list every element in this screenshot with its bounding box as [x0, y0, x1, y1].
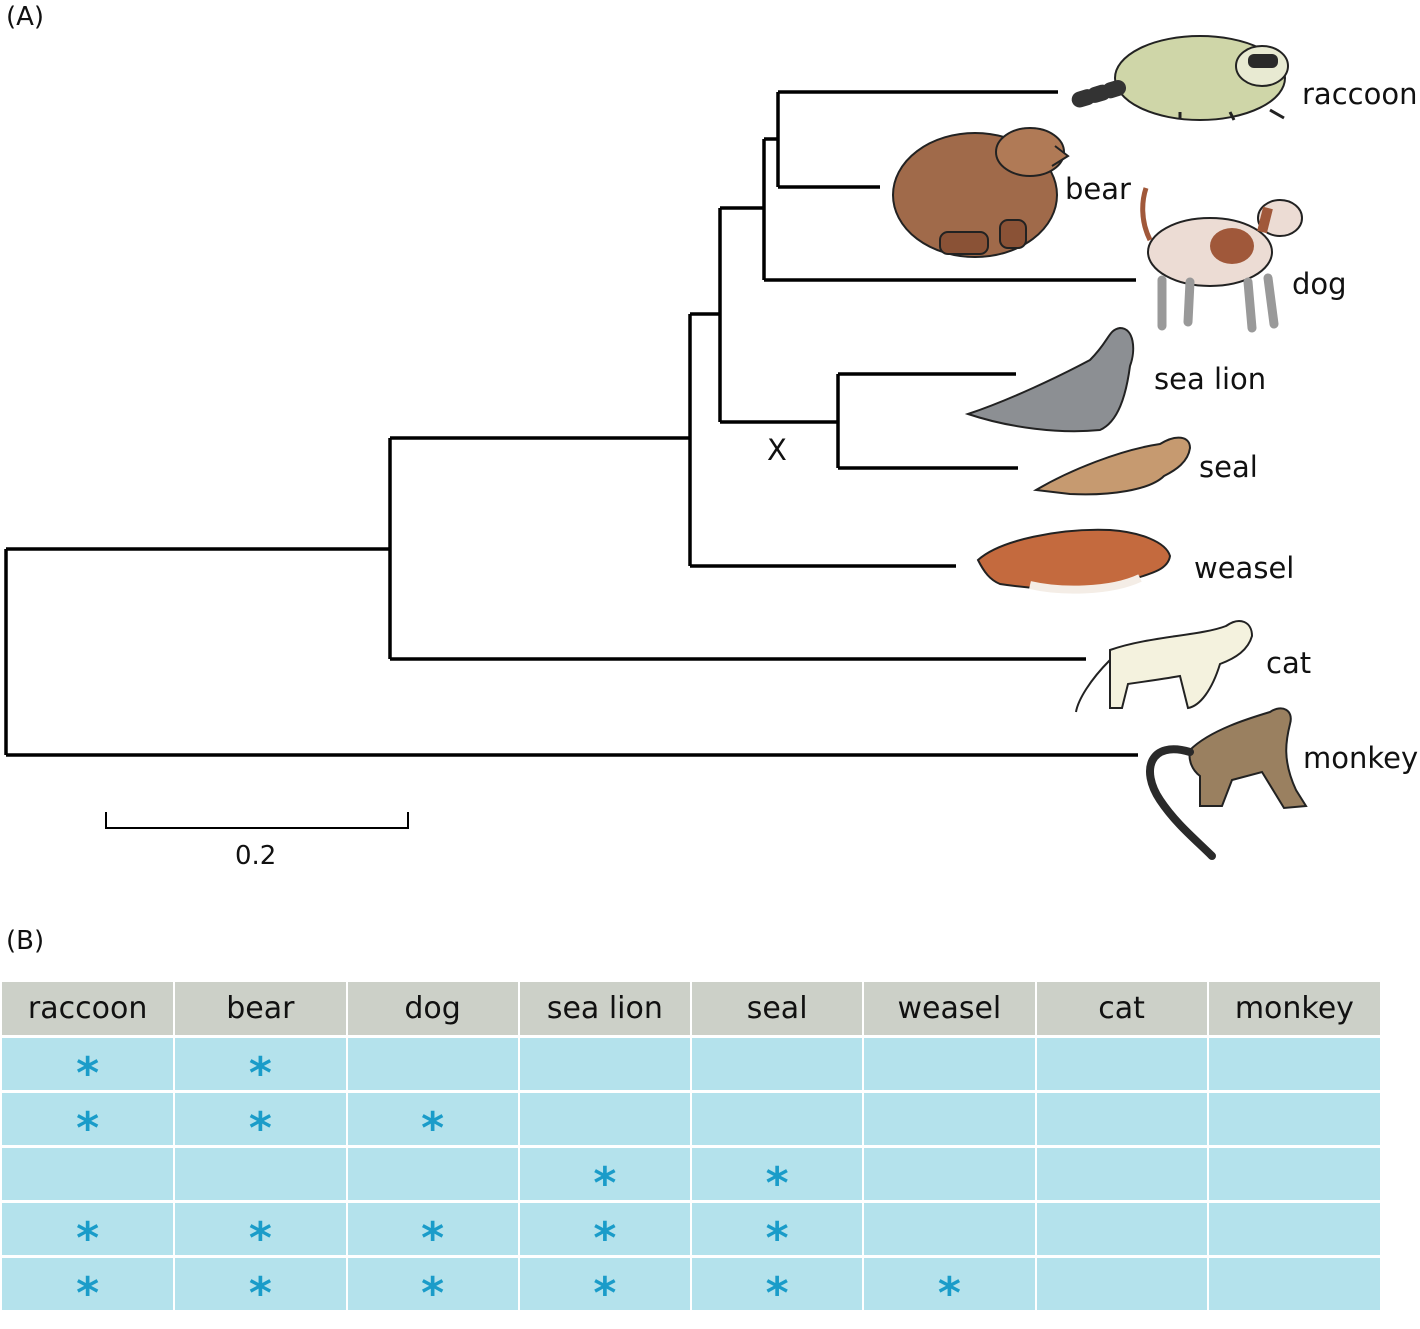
table-cell: *: [174, 1200, 348, 1264]
scale-bar: [105, 812, 409, 829]
table-cell: [863, 1035, 1037, 1092]
table-cell: [2, 1145, 176, 1202]
panel-a-label: (A): [6, 2, 45, 32]
table-cell: [691, 1090, 865, 1147]
table-cell: [518, 1035, 693, 1092]
table-cell: [346, 1145, 520, 1202]
star-mark: *: [593, 1158, 617, 1209]
phylogenetic-tree: X 0.2 raccoon bear dog sea lion seal: [4, 35, 1418, 871]
star-mark: *: [76, 1268, 100, 1319]
table-cell: [1035, 1035, 1209, 1092]
star-mark: *: [76, 1048, 100, 1099]
table-cell: [1207, 1145, 1380, 1202]
table-row: * * * * * *: [2, 1255, 1380, 1319]
column-header: sea lion: [518, 982, 693, 1037]
table-row: **: [2, 1035, 1380, 1099]
star-mark: *: [421, 1268, 445, 1319]
node-label-x: X: [767, 433, 787, 467]
star-mark: *: [765, 1158, 789, 1209]
character-table: raccoon bear dog sea lion seal weasel ca…: [2, 982, 1380, 1319]
cat-icon: [1075, 620, 1254, 713]
table-cell: [1207, 1035, 1380, 1092]
table-cell: [863, 1145, 1037, 1202]
star-mark: *: [248, 1213, 272, 1264]
table-cell: [346, 1035, 520, 1092]
star-mark: *: [248, 1268, 272, 1319]
taxon-label-raccoon: raccoon: [1302, 77, 1417, 111]
table-row: * * * * *: [2, 1200, 1380, 1264]
table-cell: [1035, 1145, 1209, 1202]
seal-icon: [1032, 436, 1192, 496]
taxon-label-dog: dog: [1292, 267, 1347, 301]
table-cell: *: [2, 1255, 176, 1319]
star-mark: *: [765, 1268, 789, 1319]
table-cell: *: [691, 1145, 865, 1209]
column-header: weasel: [863, 982, 1037, 1037]
bear-icon: [892, 127, 1070, 258]
table-cell: [1035, 1200, 1209, 1257]
star-mark: *: [76, 1213, 100, 1264]
table-cell: [174, 1145, 348, 1202]
star-mark: *: [593, 1268, 617, 1319]
table-cell: *: [174, 1255, 348, 1319]
table-row: * * *: [2, 1090, 1380, 1154]
star-mark: *: [593, 1213, 617, 1264]
column-header: monkey: [1207, 982, 1380, 1037]
table-cell: *: [863, 1255, 1037, 1319]
column-header: dog: [346, 982, 520, 1037]
column-header: seal: [691, 982, 865, 1037]
table-cell: [1207, 1090, 1380, 1147]
table-cell: *: [518, 1200, 693, 1264]
table-cell: *: [346, 1200, 520, 1264]
star-mark: *: [248, 1103, 272, 1154]
table-cell: *: [346, 1090, 520, 1154]
weasel-icon: [976, 528, 1172, 594]
table-cell: *: [174, 1035, 348, 1099]
table-cell: *: [174, 1090, 348, 1154]
taxon-label-bear: bear: [1065, 172, 1131, 206]
column-header: cat: [1035, 982, 1209, 1037]
scale-bar-label: 0.2: [235, 841, 276, 871]
monkey-icon: [1146, 707, 1308, 860]
table-cell: [863, 1200, 1037, 1257]
column-header: bear: [174, 982, 348, 1037]
table-cell: [691, 1035, 865, 1092]
dog-icon: [1140, 187, 1303, 333]
column-header: raccoon: [2, 982, 176, 1037]
star-mark: *: [421, 1213, 445, 1264]
panel-b-label: (B): [6, 926, 45, 956]
table-cell: *: [2, 1200, 176, 1264]
taxon-label-sea-lion: sea lion: [1154, 362, 1266, 396]
table-header-row: raccoon bear dog sea lion seal weasel ca…: [2, 982, 1380, 1037]
table-cell: [1035, 1090, 1209, 1147]
taxon-label-seal: seal: [1199, 450, 1258, 484]
table-cell: *: [518, 1255, 693, 1319]
star-mark: *: [76, 1103, 100, 1154]
table-cell: *: [2, 1090, 176, 1154]
table-cell: [1207, 1255, 1380, 1310]
table-body: ******************: [2, 1035, 1380, 1319]
sea-lion-icon: [964, 326, 1135, 433]
star-mark: *: [248, 1048, 272, 1099]
table-cell: [863, 1090, 1037, 1147]
taxon-label-monkey: monkey: [1303, 741, 1418, 775]
table-cell: *: [518, 1145, 693, 1209]
table-cell: *: [346, 1255, 520, 1319]
table-cell: *: [691, 1255, 865, 1319]
table-cell: *: [2, 1035, 176, 1099]
raccoon-icon: [1070, 35, 1289, 121]
star-mark: *: [421, 1103, 445, 1154]
taxon-label-weasel: weasel: [1194, 551, 1294, 585]
table-cell: [1035, 1255, 1209, 1310]
taxon-label-cat: cat: [1266, 646, 1311, 680]
star-mark: *: [765, 1213, 789, 1264]
table-cell: [518, 1090, 693, 1147]
table-cell: [1207, 1200, 1380, 1257]
table-cell: *: [691, 1200, 865, 1264]
table-row: **: [2, 1145, 1380, 1209]
star-mark: *: [937, 1268, 961, 1319]
